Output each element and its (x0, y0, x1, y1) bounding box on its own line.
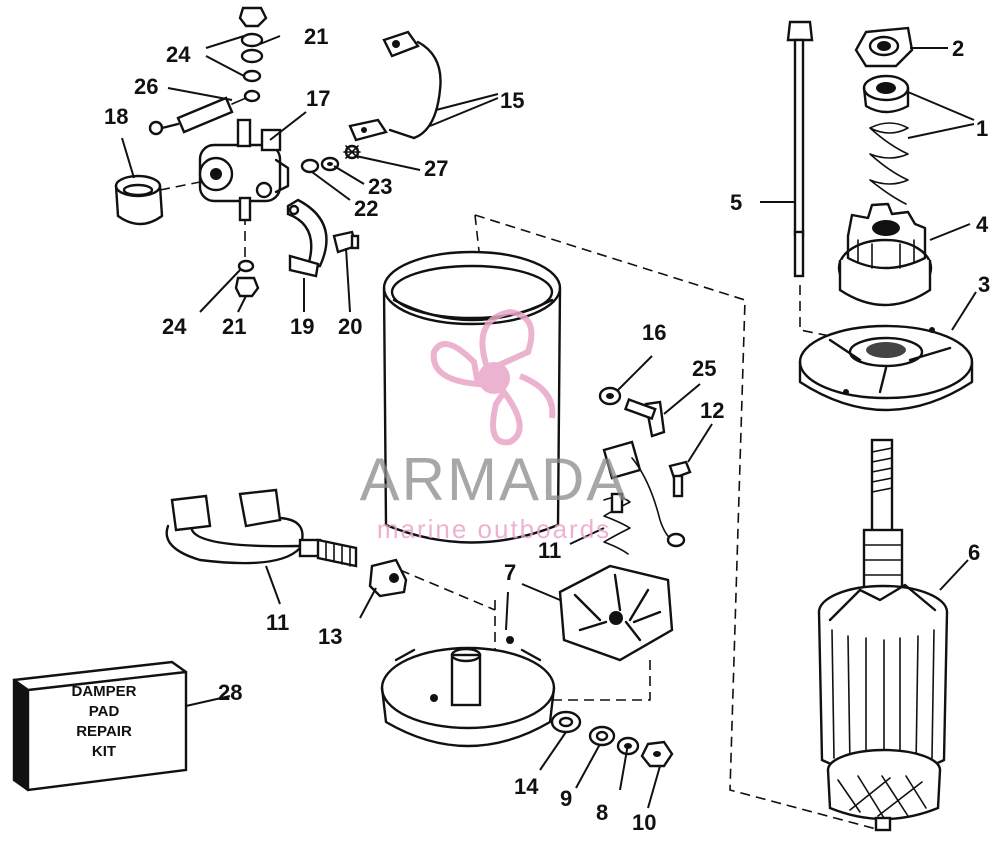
part-label-24-upper: 24 (166, 42, 191, 67)
brush-set (165, 488, 358, 568)
part-label-21-upper: 21 (304, 24, 328, 49)
watermark-brand: ARMADA (360, 446, 629, 513)
part-label-6: 6 (968, 540, 980, 565)
part-label-22: 22 (354, 196, 378, 221)
part-label-12: 12 (700, 398, 724, 423)
watermark: ARMADA marine outboards (360, 308, 629, 544)
commutator-end-housing (380, 636, 556, 748)
part-label-11-upper: 11 (538, 538, 561, 563)
part-label-28: 28 (218, 680, 242, 705)
part-label-1: 1 (976, 116, 988, 141)
part-number-labels: 2 1 4 3 5 6 7 11 8 9 10 14 16 25 12 13 1… (104, 24, 990, 835)
part-label-7: 7 (504, 560, 516, 585)
part-label-2: 2 (952, 36, 964, 61)
kit-label-line1: DAMPER (71, 683, 136, 700)
terminal-insulator (368, 558, 408, 598)
brush-spring-assembly (598, 386, 692, 555)
through-bolt (786, 20, 814, 278)
part-label-17: 17 (306, 86, 330, 111)
part-label-24-lower: 24 (162, 314, 187, 339)
kit-label-line2: PAD (89, 703, 120, 720)
part-label-18: 18 (104, 104, 128, 129)
brush-holder (558, 564, 674, 662)
propeller-icon (430, 308, 556, 446)
part-label-19: 19 (290, 314, 314, 339)
washers-and-nut (550, 710, 674, 768)
bracket-19 (286, 198, 328, 278)
part-label-13: 13 (318, 624, 342, 649)
screw-20 (332, 230, 360, 254)
leader-lines (121, 35, 977, 809)
part-label-4: 4 (976, 212, 989, 237)
part-label-25: 25 (692, 356, 716, 381)
part-label-23: 23 (368, 174, 392, 199)
part-label-26: 26 (134, 74, 158, 99)
part-label-3: 3 (978, 272, 990, 297)
part-label-8: 8 (596, 800, 608, 825)
terminal-hardware-lower (234, 259, 260, 298)
part-label-9: 9 (560, 786, 572, 811)
lead-wire-26 (148, 96, 247, 136)
watermark-tagline: marine outboards (377, 514, 611, 544)
part-label-5: 5 (730, 190, 742, 215)
part-label-20: 20 (338, 314, 362, 339)
part-label-14: 14 (514, 774, 539, 799)
kit-label-line3: REPAIR (76, 723, 132, 740)
part-label-27: 27 (424, 156, 448, 181)
kit-label-line4: KIT (92, 743, 116, 760)
nut-22-23-27 (300, 144, 361, 174)
cable-15 (348, 30, 442, 142)
damper-pad-repair-kit-box: DAMPER PAD REPAIR KIT (12, 660, 188, 792)
part-label-11-lower: 11 (266, 610, 289, 635)
part-label-10: 10 (632, 810, 656, 835)
drive-end-cap (798, 324, 974, 412)
part-label-21-lower: 21 (222, 314, 246, 339)
pinion-nut-assembly (854, 26, 914, 205)
armature (817, 438, 949, 832)
part-label-16: 16 (642, 320, 666, 345)
drive-pinion (837, 202, 933, 307)
field-frame (382, 250, 562, 544)
terminal-hardware-upper (238, 6, 268, 103)
cap-18 (114, 174, 164, 226)
part-label-15: 15 (500, 88, 524, 113)
